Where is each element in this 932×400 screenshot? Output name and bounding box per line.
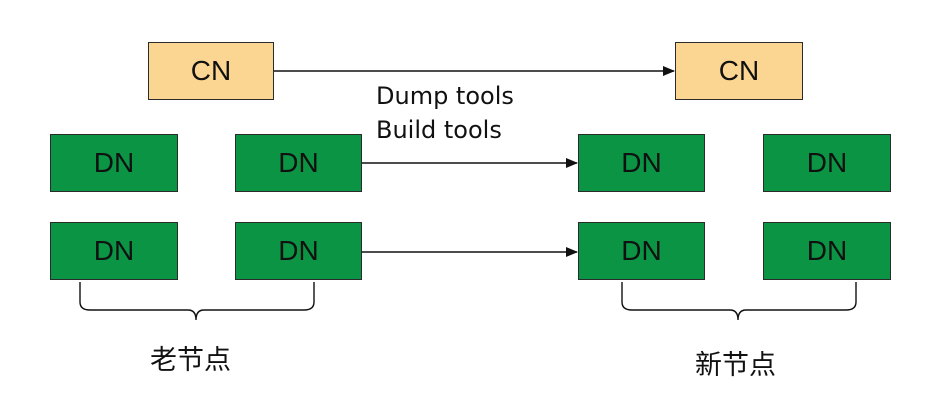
old-dn-node: DN bbox=[50, 134, 178, 192]
new-cn-node: CN bbox=[675, 42, 803, 100]
old-cn-node: CN bbox=[148, 42, 274, 100]
old-dn-node: DN bbox=[50, 222, 178, 280]
new-dn-node: DN bbox=[578, 134, 705, 192]
old-dn-node: DN bbox=[235, 134, 362, 192]
old-nodes-label: 老节点 bbox=[150, 345, 231, 376]
old-dn-node: DN bbox=[235, 222, 362, 280]
old-nodes-brace bbox=[79, 282, 315, 321]
dump-tools-label: Dump tools bbox=[376, 82, 514, 110]
new-nodes-brace bbox=[621, 282, 857, 321]
new-dn-node: DN bbox=[763, 134, 891, 192]
new-dn-node: DN bbox=[763, 222, 891, 280]
new-dn-node: DN bbox=[578, 222, 705, 280]
build-tools-label: Build tools bbox=[376, 116, 502, 144]
new-nodes-label: 新节点 bbox=[695, 350, 776, 381]
